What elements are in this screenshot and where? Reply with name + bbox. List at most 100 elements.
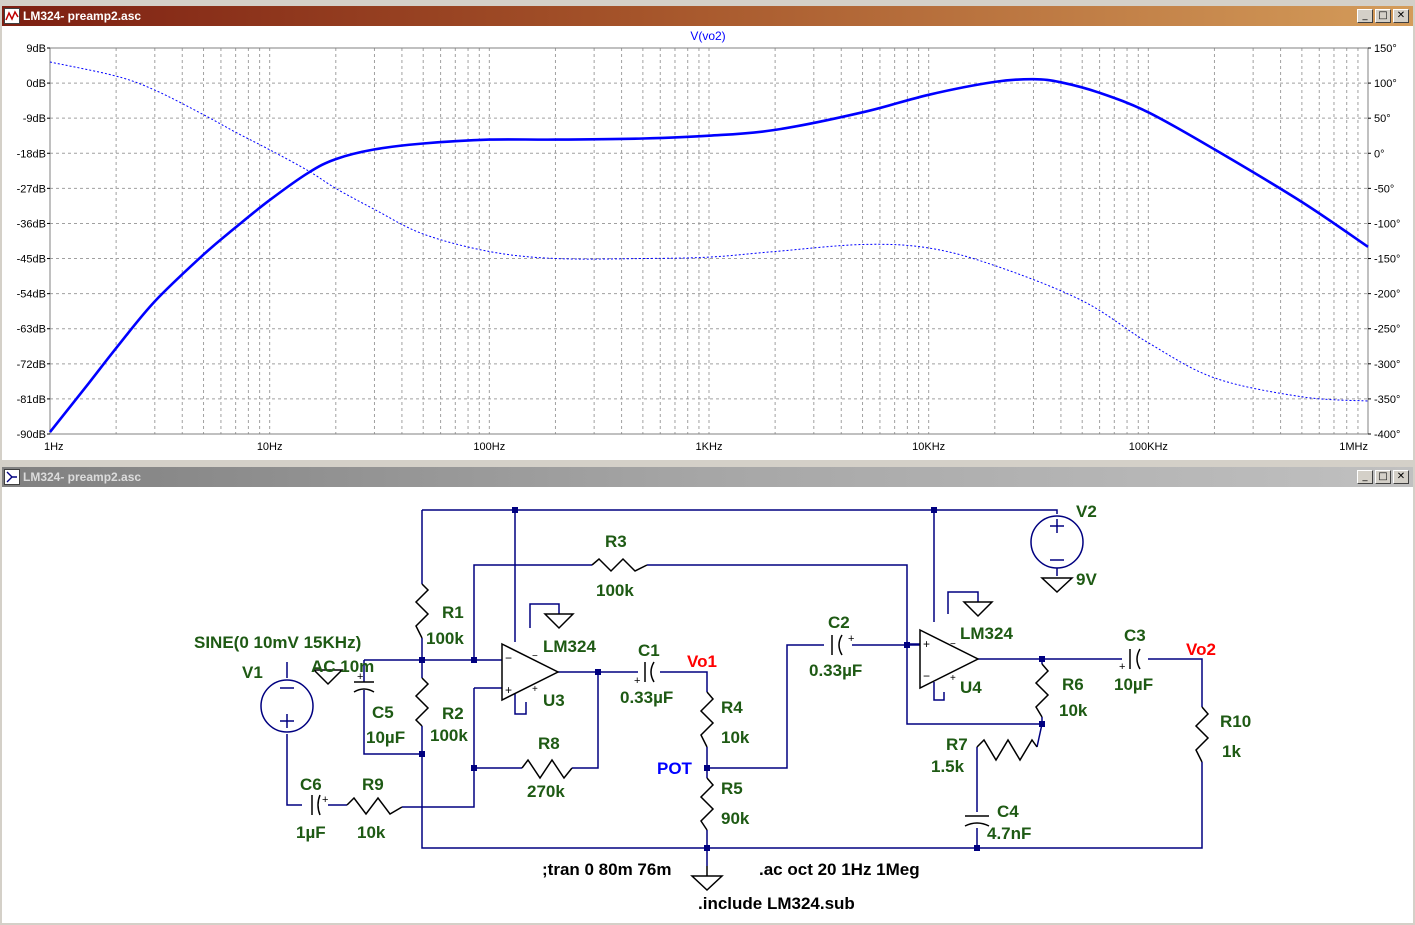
r8-ref: R8	[538, 734, 560, 753]
r2-value: 100k	[430, 726, 468, 745]
resistor-r5[interactable]	[699, 777, 715, 831]
r10-ref: R10	[1220, 712, 1251, 731]
svg-text:+: +	[357, 671, 363, 683]
net-label-vo2[interactable]: Vo2	[1186, 640, 1216, 659]
trace-label[interactable]: V(vo2)	[690, 29, 725, 43]
r7-ref: R7	[946, 735, 968, 754]
schematic-window-titlebar[interactable]: LM324- preamp2.asc _ □ ✕	[2, 467, 1413, 487]
capacitor-c6[interactable]: +	[311, 794, 328, 816]
ground-symbol	[543, 613, 575, 630]
ground-symbol	[312, 669, 344, 686]
voltage-source-v1[interactable]	[260, 679, 314, 733]
y-left-tick-label: 0dB	[26, 78, 46, 90]
c4-ref: C4	[997, 802, 1019, 821]
r3-value: 100k	[596, 581, 634, 600]
schematic[interactable]: + + + + +	[2, 487, 1413, 923]
v2-ref: V2	[1076, 502, 1097, 521]
y-left-tick-label: -90dB	[17, 429, 46, 441]
resistor-r8[interactable]	[521, 758, 573, 780]
net-label-pot[interactable]: POT	[657, 759, 693, 778]
r6-ref: R6	[1062, 675, 1084, 694]
include-directive[interactable]: .include LM324.sub	[698, 894, 855, 913]
c4-value: 4.7nF	[987, 824, 1031, 843]
svg-text:+: +	[848, 633, 854, 645]
capacitor-c1[interactable]: +	[634, 661, 655, 687]
resistor-r1[interactable]	[414, 583, 430, 639]
c2-value: 0.33µF	[809, 661, 862, 680]
u3-ref: U3	[543, 691, 565, 710]
y-left-tick-label: -81dB	[17, 394, 46, 406]
ac-directive[interactable]: .ac oct 20 1Hz 1Meg	[759, 860, 920, 879]
resistor-r2[interactable]	[414, 677, 430, 727]
x-tick-label: 1Hz	[44, 441, 64, 453]
y-right-tick-label: -200°	[1374, 289, 1400, 301]
resistor-r7[interactable]	[976, 738, 1038, 762]
resistor-r4[interactable]	[699, 691, 715, 748]
v1-ref: V1	[242, 663, 263, 682]
svg-text:+: +	[950, 673, 956, 684]
voltage-source-v2[interactable]	[1030, 515, 1084, 576]
u3-value: LM324	[543, 637, 596, 656]
y-right-tick-label: -100°	[1374, 218, 1400, 230]
svg-text:+: +	[1119, 661, 1125, 673]
magnitude-trace	[48, 77, 1369, 433]
schematic-window[interactable]: LM324- preamp2.asc _ □ ✕	[0, 465, 1415, 925]
y-left-tick-label: 9dB	[26, 43, 46, 55]
r8-value: 270k	[527, 782, 565, 801]
x-tick-label: 100KHz	[1129, 441, 1168, 453]
resistor-r9[interactable]	[346, 796, 403, 816]
close-button[interactable]: ✕	[1393, 470, 1409, 484]
svg-text:+: +	[923, 637, 930, 651]
y-left-tick-label: -54dB	[17, 289, 46, 301]
capacitor-c2[interactable]: +	[831, 633, 854, 656]
y-right-tick-label: -150°	[1374, 254, 1400, 266]
u4-value: LM324	[960, 624, 1013, 643]
x-tick-label: 1MHz	[1339, 441, 1368, 453]
x-tick-label: 10KHz	[912, 441, 945, 453]
r1-ref: R1	[442, 603, 464, 622]
opamp-u3[interactable]: − + − +	[501, 642, 560, 702]
y-left-tick-label: -45dB	[17, 254, 46, 266]
waveform-app-icon	[4, 8, 20, 24]
tran-directive[interactable]: ;tran 0 80m 76m	[542, 860, 671, 879]
y-right-tick-label: 100°	[1374, 78, 1397, 90]
capacitor-c5[interactable]: +	[353, 671, 375, 693]
r3-ref: R3	[605, 532, 627, 551]
plot-window-titlebar[interactable]: LM324- preamp2.asc _ □ ✕	[2, 6, 1413, 26]
svg-text:+: +	[634, 675, 640, 687]
resistor-r6[interactable]	[1034, 663, 1050, 718]
capacitor-c3[interactable]: +	[1119, 648, 1141, 673]
maximize-button[interactable]: □	[1375, 470, 1391, 484]
ground-symbol	[962, 601, 994, 618]
svg-text:−: −	[923, 669, 930, 683]
capacitor-c4[interactable]	[964, 815, 990, 827]
y-right-tick-label: 50°	[1374, 113, 1391, 125]
v1-ac: AC 10m	[311, 657, 374, 676]
svg-text:−: −	[950, 639, 956, 650]
minimize-button[interactable]: _	[1357, 470, 1373, 484]
bode-plot[interactable]: 9dB0dB-9dB-18dB-27dB-36dB-45dB-54dB-63dB…	[2, 26, 1413, 460]
r1-value: 100k	[426, 629, 464, 648]
opamp-u4[interactable]: + − − +	[919, 628, 980, 690]
c3-ref: C3	[1124, 626, 1146, 645]
net-label-vo1[interactable]: Vo1	[687, 652, 717, 671]
u4-ref: U4	[960, 678, 982, 697]
r6-value: 10k	[1059, 701, 1088, 720]
close-button[interactable]: ✕	[1393, 9, 1409, 23]
x-tick-label: 1KHz	[696, 441, 723, 453]
resistor-r10[interactable]	[1194, 706, 1210, 763]
c1-value: 0.33µF	[620, 688, 673, 707]
svg-text:−: −	[532, 651, 538, 662]
y-right-tick-label: 150°	[1374, 43, 1397, 55]
resistor-r3[interactable]	[591, 557, 648, 573]
maximize-button[interactable]: □	[1375, 9, 1391, 23]
c5-ref: C5	[372, 703, 394, 722]
r5-value: 90k	[721, 809, 750, 828]
y-left-tick-label: -36dB	[17, 218, 46, 230]
ground-symbol	[690, 875, 724, 892]
schematic-canvas[interactable]: + + + + +	[2, 487, 1413, 923]
minimize-button[interactable]: _	[1357, 9, 1373, 23]
r4-ref: R4	[721, 698, 743, 717]
